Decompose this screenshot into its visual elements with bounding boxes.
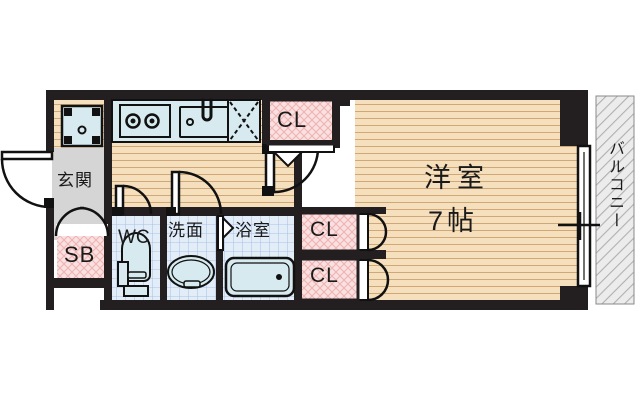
hall-door-opening	[56, 224, 108, 236]
hall-door-swing-left	[54, 206, 85, 237]
toilet-door-hinge	[112, 207, 122, 216]
wall-closet-back	[294, 207, 302, 310]
refrigerator-space-cross	[229, 101, 259, 141]
bathtub-inner	[230, 262, 290, 292]
stove-burner-left-center	[130, 118, 136, 124]
stove-burner-right	[144, 113, 160, 129]
wall-closet-top-right	[332, 90, 340, 146]
washroom-door-hinge	[166, 207, 176, 216]
wall-balcony-lower-stub	[560, 286, 586, 310]
closet-middle-outline	[298, 211, 360, 253]
closet-lower-door-fold-lower	[367, 279, 390, 302]
wall-wetzone-top	[104, 207, 300, 216]
bathtub-drain	[276, 274, 282, 280]
wall-entrance-bottom	[46, 278, 112, 288]
wash-basin	[167, 255, 215, 289]
wall-entrance-left-lower	[46, 198, 54, 310]
kitchen-counter-group	[111, 98, 261, 143]
room-door-hinge-bottom	[262, 186, 274, 196]
wall-closet-divider	[300, 250, 386, 259]
wash-basin-faucet	[183, 280, 201, 288]
bathroom-door-fold	[222, 215, 235, 241]
wall-washroom-bath-divider	[216, 213, 223, 310]
room-fill-balcony	[595, 95, 635, 305]
wall-entrance-left-upper	[46, 90, 54, 152]
washing-machine-pan-group	[60, 104, 104, 148]
entrance-door-hinge	[44, 198, 54, 208]
pan-corner-br	[92, 136, 100, 144]
room-fill-closet-middle	[300, 213, 358, 253]
toilet-tank	[117, 261, 129, 287]
wall-bottom	[100, 300, 588, 310]
room-door-swing	[273, 147, 320, 194]
wall-corridor-right	[294, 140, 302, 216]
toilet-seat-bar	[127, 271, 147, 279]
closet-lower-outline	[298, 257, 360, 302]
wall-room-notch	[340, 90, 350, 106]
room-fill-shoe-box	[57, 236, 109, 278]
toilet-fixture-group	[117, 232, 151, 297]
sink-faucet	[201, 98, 213, 122]
closet-middle-door-fold-lower	[367, 231, 388, 252]
pan-corner-tr	[92, 108, 100, 116]
wall-wc-washroom-divider	[160, 213, 167, 310]
room-fill-closet-lower	[300, 259, 358, 300]
hall-door-swing-right	[79, 206, 110, 237]
entrance-door-swing	[0, 158, 51, 209]
wall-entrance-right	[104, 96, 112, 216]
closet-lower-door-fold-upper	[367, 258, 390, 281]
toilet-door-swing	[122, 184, 153, 215]
wall-top	[46, 90, 586, 100]
washroom-door-swing	[178, 170, 223, 215]
room-door-panel	[264, 146, 276, 194]
stove-burner-right-center	[149, 118, 155, 124]
stove-burner-left	[125, 113, 141, 129]
doors	[0, 143, 600, 302]
closet-top-outline	[266, 98, 336, 146]
wash-basin-group	[167, 255, 215, 289]
bathtub-group	[224, 256, 296, 298]
wall-wc-left	[104, 207, 112, 310]
entrance-door-panel	[0, 150, 54, 161]
closet-middle-door-fold-upper	[367, 212, 388, 233]
wall-closet-top-left	[262, 90, 270, 146]
wall-closet-row-top	[294, 207, 386, 214]
pan-corner-tl	[64, 108, 72, 116]
wall-balcony-upper-stub	[560, 90, 586, 146]
pan-corner-bl	[64, 136, 72, 144]
toilet-base	[123, 285, 149, 297]
pan-drain	[77, 125, 87, 135]
closet-top-door-marker	[271, 151, 305, 168]
sink-drain	[186, 118, 194, 126]
closet-outlines	[266, 98, 360, 302]
room-fill-closet-top	[268, 100, 334, 144]
